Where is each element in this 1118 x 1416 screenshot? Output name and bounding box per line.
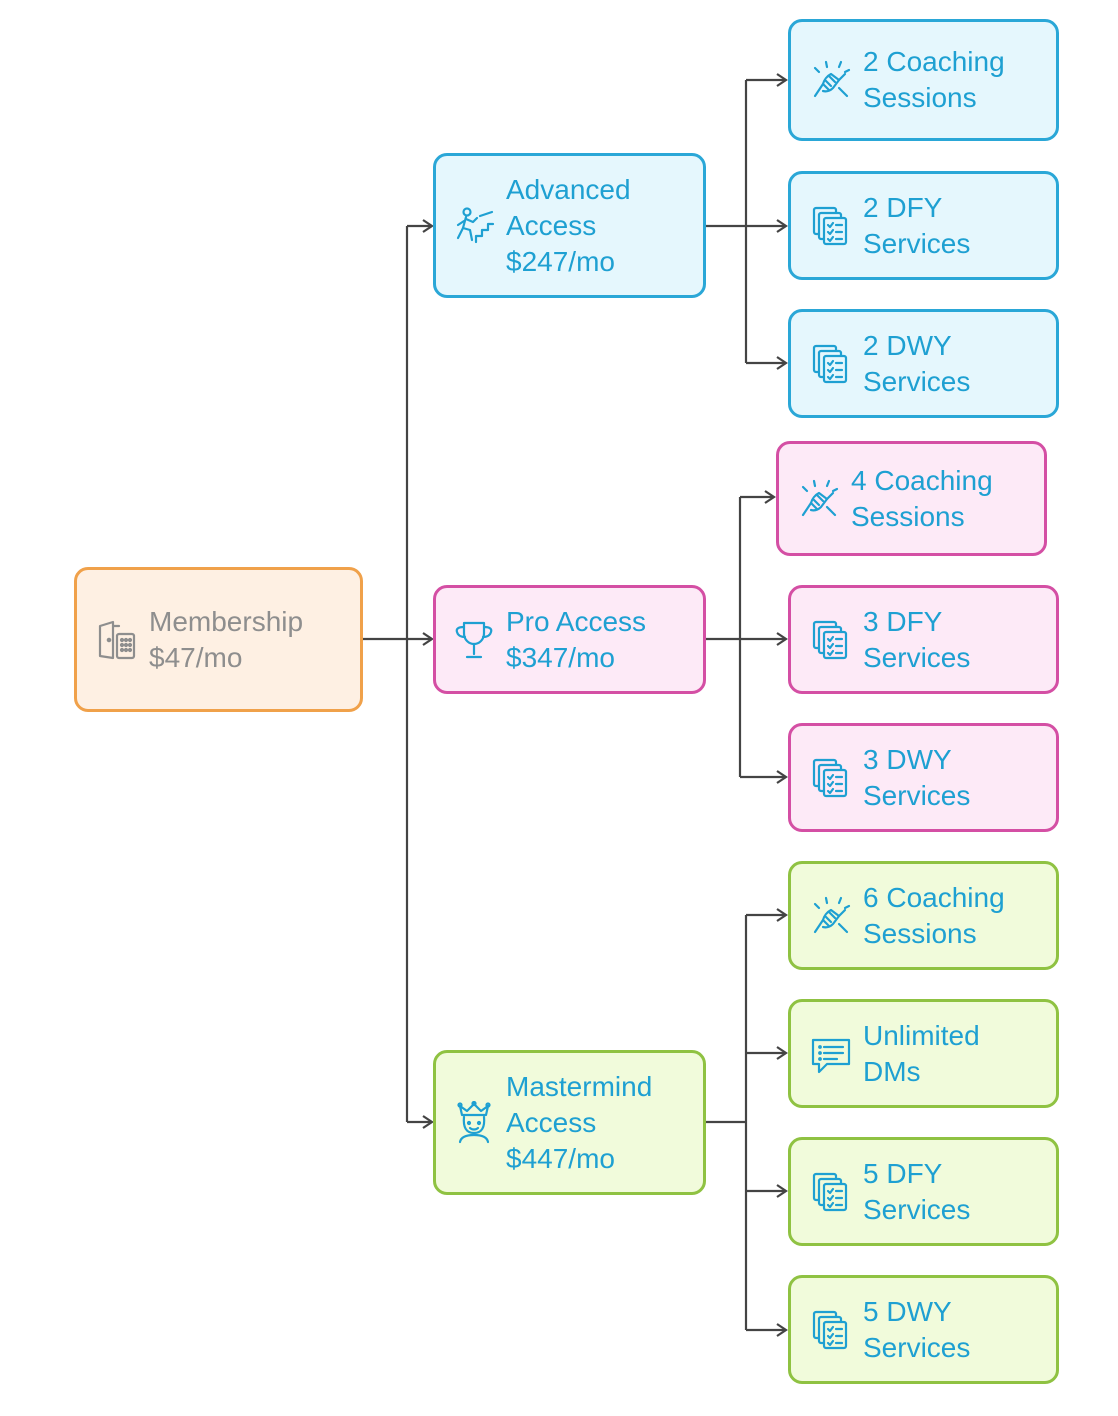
handshake-icon [809, 58, 853, 102]
mastermind-access-label: Mastermind Access $447/mo [506, 1069, 652, 1177]
pro-access-node: Pro Access $347/mo [433, 585, 706, 694]
checklist-stack-icon [809, 1170, 853, 1214]
mastermind-dwy-label: 5 DWY Services [863, 1294, 970, 1366]
checklist-stack-icon [809, 1308, 853, 1352]
pro-dwy-line-2: Services [863, 779, 971, 811]
pro-coaching-node: 4 Coaching Sessions [776, 441, 1047, 556]
pro-dfy-label: 3 DFY Services [863, 604, 970, 676]
door-icon [95, 618, 139, 662]
pro-dfy-node: 3 DFY Services [788, 585, 1059, 694]
membership-label: Membership $47/mo [149, 604, 303, 676]
advanced-access-line-2: Access [506, 209, 597, 241]
mastermind-coaching-node: 6 Coaching Sessions [788, 861, 1059, 970]
mastermind-coaching-line-1: 6 Coaching [863, 881, 1005, 913]
mastermind-dms-label: Unlimited DMs [863, 1018, 980, 1090]
checklist-stack-icon [809, 618, 853, 662]
advanced-coaching-line-1: 2 Coaching [863, 46, 1005, 77]
mastermind-dms-line-2: DMs [863, 1055, 921, 1087]
mastermind-coaching-label: 6 Coaching Sessions [863, 880, 1005, 952]
mastermind-dfy-label: 5 DFY Services [863, 1156, 970, 1228]
trophy-icon [452, 618, 496, 662]
chat-message-icon [809, 1032, 853, 1076]
membership-node: Membership $47/mo [74, 567, 363, 712]
mastermind-access-line-2: Access [506, 1106, 597, 1138]
pro-access-title: Pro Access [506, 605, 647, 637]
membership-title: Membership [149, 605, 304, 637]
advanced-access-node: Advanced Access $247/mo [433, 153, 706, 298]
mastermind-dms-line-1: Unlimited [863, 1019, 980, 1051]
pro-dfy-line-2: Services [863, 641, 971, 673]
climber-icon [452, 204, 496, 248]
advanced-access-label: Advanced Access $247/mo [506, 172, 631, 280]
mastermind-coaching-line-2: Sessions [863, 917, 977, 949]
pro-coaching-line-1: 4 Coaching [851, 464, 993, 496]
mastermind-dfy-line-1: 5 DFY [863, 1157, 943, 1189]
pro-access-label: Pro Access $347/mo [506, 604, 646, 676]
mastermind-access-price: $447/mo [506, 1142, 615, 1174]
advanced-dwy-node: 2 DWY Services [788, 309, 1059, 418]
pro-dwy-label: 3 DWY Services [863, 742, 970, 814]
mastermind-access-line-1: Mastermind [506, 1070, 653, 1102]
advanced-dwy-label: 2 DWY Services [863, 328, 970, 400]
mastermind-dwy-node: 5 DWY Services [788, 1275, 1059, 1384]
advanced-dwy-line-2: Services [863, 365, 971, 397]
handshake-icon [809, 894, 853, 938]
pro-dwy-node: 3 DWY Services [788, 723, 1059, 832]
advanced-coaching-node: 2 Coaching Sessions [788, 19, 1059, 141]
handshake-icon [797, 477, 841, 521]
pro-coaching-label: 4 Coaching Sessions [851, 463, 993, 535]
mastermind-dfy-node: 5 DFY Services [788, 1137, 1059, 1246]
advanced-dwy-line-1: 2 DWY [863, 329, 952, 361]
checklist-stack-icon [809, 756, 853, 800]
advanced-access-line-1: Advanced [506, 173, 631, 205]
advanced-dfy-node: 2 DFY Services [788, 171, 1059, 280]
checklist-stack-icon [809, 342, 853, 386]
advanced-dfy-line-1: 2 DFY [863, 191, 943, 223]
advanced-dfy-label: 2 DFY Services [863, 190, 970, 262]
pro-access-price: $347/mo [506, 641, 615, 673]
advanced-access-price: $247/mo [506, 245, 615, 277]
mastermind-dwy-line-1: 5 DWY [863, 1295, 952, 1327]
checklist-stack-icon [809, 204, 853, 248]
advanced-dfy-line-2: Services [863, 227, 971, 259]
pro-dwy-line-1: 3 DWY [863, 743, 952, 775]
advanced-coaching-line-2: Sessions [863, 82, 977, 113]
mastermind-access-node: Mastermind Access $447/mo [433, 1050, 706, 1195]
mastermind-dwy-line-2: Services [863, 1331, 971, 1363]
membership-price: $47/mo [149, 641, 243, 673]
advanced-coaching-label: 2 Coaching Sessions [863, 44, 1005, 116]
crown-person-icon [452, 1100, 496, 1145]
mastermind-dfy-line-2: Services [863, 1193, 971, 1225]
mastermind-dms-node: Unlimited DMs [788, 999, 1059, 1108]
pro-dfy-line-1: 3 DFY [863, 605, 943, 637]
pro-coaching-line-2: Sessions [851, 500, 965, 532]
